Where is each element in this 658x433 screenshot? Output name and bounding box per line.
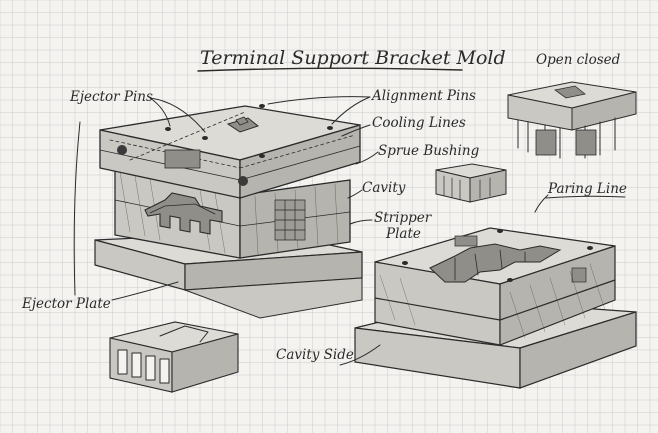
label-open-closed: Open closed	[536, 52, 621, 68]
leader-lines	[73, 96, 549, 366]
label-cavity-side: Cavity Side	[276, 347, 354, 363]
page-title: Terminal Support Bracket Mold	[200, 47, 506, 69]
sprue-bushing-part	[435, 163, 507, 203]
label-paring-line: Paring Line	[547, 181, 627, 197]
label-stripper-plate-line2: Plate	[385, 226, 421, 242]
label-cooling-lines: Cooling Lines	[372, 115, 466, 131]
label-stripper-plate-line1: Stripper	[374, 210, 433, 226]
title-underline	[197, 67, 463, 72]
open-mold-assembly	[354, 227, 637, 389]
label-cavity: Cavity	[362, 180, 406, 196]
label-ejector-plate: Ejector Plate	[21, 296, 111, 312]
front-cavity	[144, 192, 223, 235]
open-closed-mold	[507, 81, 637, 159]
paring-line-underline	[545, 195, 626, 199]
label-sprue-bushing: Sprue Bushing	[378, 143, 480, 159]
main-mold-assembly	[94, 104, 363, 319]
top-face-holes	[165, 104, 333, 158]
label-ejector-pins: Ejector Pins	[69, 89, 153, 105]
label-alignment-pins: Alignment Pins	[370, 88, 476, 104]
connector-part	[109, 321, 239, 393]
annotation-labels: Ejector Pins Alignment Pins Cooling Line…	[21, 52, 627, 363]
